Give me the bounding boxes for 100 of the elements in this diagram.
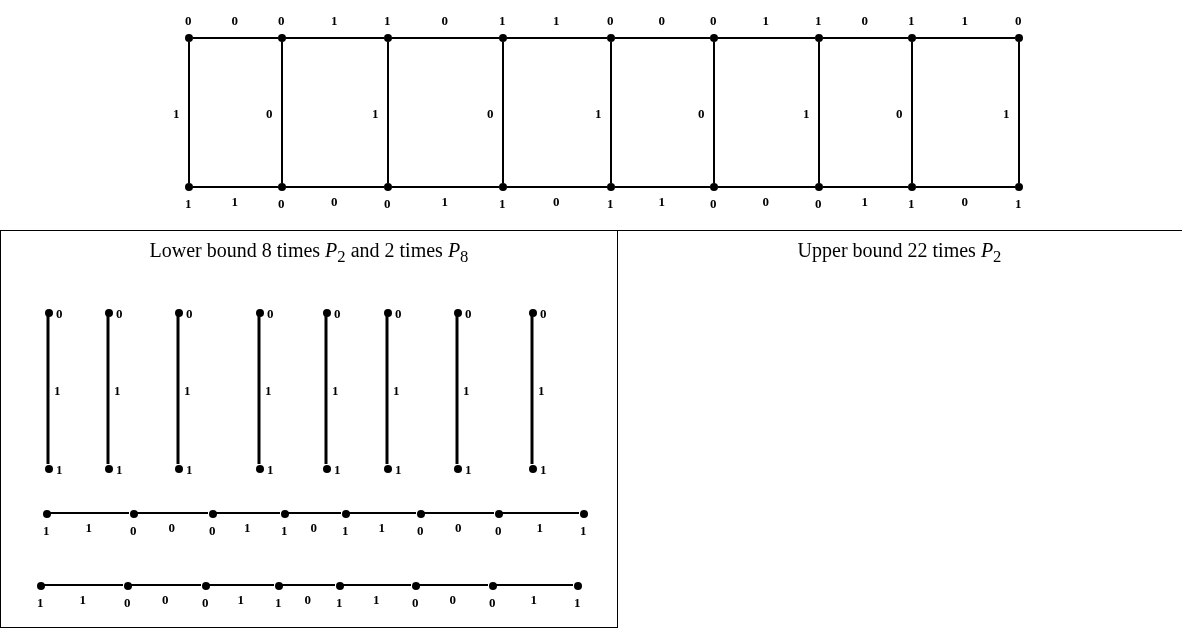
vertex-dot xyxy=(209,510,217,518)
vertex-label: 1 xyxy=(499,14,506,27)
cell-heading: Lower bound 8 times P$_{2}$ and 2 times P$_{8}$ xyxy=(149,239,469,267)
edge-label: 0 xyxy=(553,195,560,208)
vertex-dot xyxy=(336,582,344,590)
vertex-label: 0 xyxy=(495,524,502,537)
edge-label: 1 xyxy=(244,521,251,534)
vertex-label: 1 xyxy=(334,463,341,476)
vertex-dot xyxy=(105,309,113,317)
graph-edge xyxy=(285,186,385,188)
graph-edge xyxy=(822,37,909,39)
vertex-dot xyxy=(454,309,462,317)
vertex-label: 0 xyxy=(267,307,274,320)
vertex-dot xyxy=(384,465,392,473)
graph-edge xyxy=(46,316,50,464)
edge-label: 0 xyxy=(449,593,456,606)
vertex-label: 0 xyxy=(710,197,717,210)
vertex-dot xyxy=(1015,34,1023,42)
edge-label: 1 xyxy=(961,14,968,27)
vertex-dot xyxy=(710,183,718,191)
vertex-label: 1 xyxy=(336,596,343,609)
vertex-label: 0 xyxy=(465,307,472,320)
edge-label: 1 xyxy=(658,195,665,208)
vertex-dot xyxy=(256,465,264,473)
vertex-dot xyxy=(45,309,53,317)
graph-edge xyxy=(287,512,342,514)
edge-label: 0 xyxy=(487,106,494,120)
graph-edge xyxy=(176,316,180,464)
vertex-dot xyxy=(499,183,507,191)
graph-edge xyxy=(1018,41,1020,184)
graph-edge xyxy=(342,584,412,586)
vertex-label: 1 xyxy=(607,197,614,210)
vertex-label: 0 xyxy=(334,307,341,320)
vertex-label: 0 xyxy=(417,524,424,537)
edge-label: 1 xyxy=(393,384,400,397)
vertex-label: 0 xyxy=(815,197,822,210)
vertex-dot xyxy=(43,510,51,518)
vertex-dot xyxy=(495,510,503,518)
edge-label: 0 xyxy=(455,521,462,534)
vertex-dot xyxy=(815,34,823,42)
graph-edge xyxy=(818,41,820,184)
vertex-label: 1 xyxy=(56,463,63,476)
graph-edge xyxy=(136,512,209,514)
edge-label: 1 xyxy=(530,593,537,606)
graph-edge xyxy=(192,37,279,39)
vertex-label: 1 xyxy=(275,596,282,609)
vertex-dot xyxy=(580,510,588,518)
graph-edge xyxy=(387,41,389,184)
vertex-dot xyxy=(908,34,916,42)
edge-label: 1 xyxy=(536,521,543,534)
edge-label: 1 xyxy=(237,593,244,606)
edge-label: 1 xyxy=(85,521,92,534)
graph-edge xyxy=(281,41,283,184)
graph-edge xyxy=(192,186,279,188)
vertex-dot xyxy=(323,465,331,473)
vertex-label: 1 xyxy=(540,463,547,476)
vertex-label: 0 xyxy=(116,307,123,320)
vertex-dot xyxy=(256,309,264,317)
edge-label: 0 xyxy=(658,14,665,27)
vertex-dot xyxy=(529,309,537,317)
edge-label: 1 xyxy=(762,14,769,27)
edge-label: 1 xyxy=(332,384,339,397)
vertex-label: 1 xyxy=(395,463,402,476)
vertex-dot xyxy=(37,582,45,590)
graph-edge xyxy=(501,512,580,514)
vertex-dot xyxy=(175,309,183,317)
vertex-dot xyxy=(1015,183,1023,191)
graph-edge xyxy=(713,41,715,184)
edge-label: 1 xyxy=(184,384,191,397)
graph-edge xyxy=(911,41,913,184)
edge-label: 1 xyxy=(538,384,545,397)
edge-label: 0 xyxy=(168,521,175,534)
edge-label: 1 xyxy=(331,14,338,27)
vertex-dot xyxy=(105,465,113,473)
vertex-dot xyxy=(489,582,497,590)
vertex-label: 1 xyxy=(267,463,274,476)
edge-label: 1 xyxy=(553,14,560,27)
edge-label: 0 xyxy=(961,195,968,208)
edge-label: 0 xyxy=(861,14,868,27)
edge-label: 0 xyxy=(266,106,273,120)
cell-heading: Upper bound 22 times P$_{2}$ xyxy=(797,239,1002,267)
edge-label: 1 xyxy=(79,593,86,606)
vertex-label: 1 xyxy=(186,463,193,476)
edge-label: 1 xyxy=(441,195,448,208)
edge-label: 1 xyxy=(372,106,379,120)
vertex-label: 0 xyxy=(130,524,137,537)
graph-edge xyxy=(208,584,275,586)
graph-edge xyxy=(106,316,110,464)
edge-label: 0 xyxy=(441,14,448,27)
vertex-dot xyxy=(384,183,392,191)
vertex-label: 0 xyxy=(278,14,285,27)
vertex-label: 0 xyxy=(489,596,496,609)
edge-label: 1 xyxy=(803,106,810,120)
edge-label: 1 xyxy=(861,195,868,208)
edge-label: 0 xyxy=(896,106,903,120)
vertex-label: 1 xyxy=(116,463,123,476)
graph-edge xyxy=(215,512,281,514)
vertex-label: 1 xyxy=(908,197,915,210)
graph-edge xyxy=(717,186,816,188)
vertex-label: 1 xyxy=(499,197,506,210)
